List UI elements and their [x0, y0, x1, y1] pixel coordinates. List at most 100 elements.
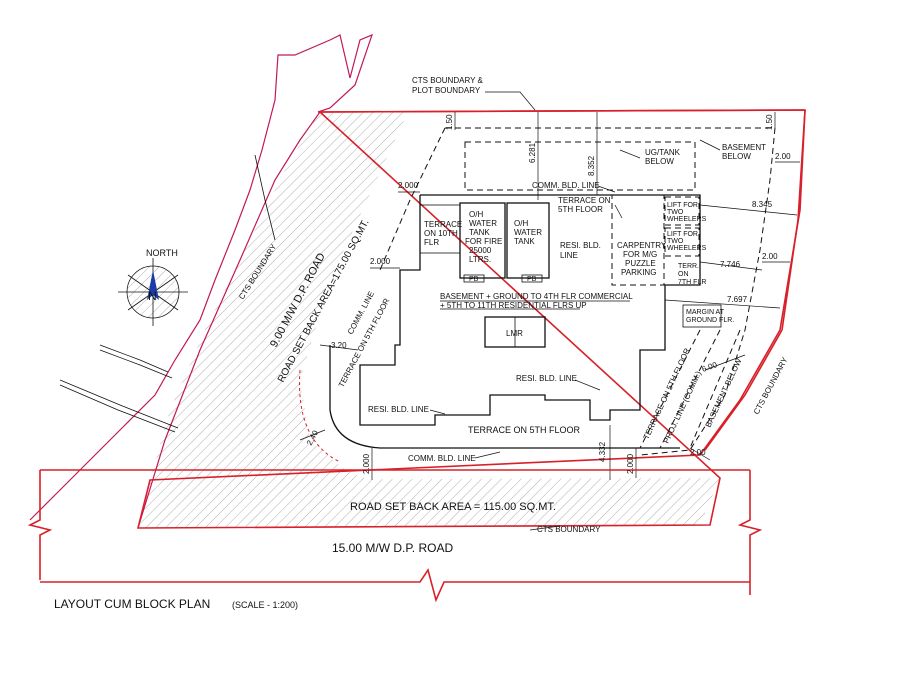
- cts-boundary-right-label: CTS BOUNDARY: [752, 355, 790, 416]
- margin-ground-label-1: MARGIN AT: [686, 309, 725, 316]
- road-15m-label: 15.00 M/W D.P. ROAD: [332, 541, 453, 555]
- dim-2000-bl: 2.000: [362, 453, 371, 474]
- proj-line-a: [639, 329, 701, 449]
- dim-6281: 6.281: [528, 142, 537, 163]
- cts-boundary-bottom-label: CTS BOUNDARY: [537, 525, 601, 534]
- side-road-line-d: [59, 384, 176, 433]
- left-setback-hatch: [150, 112, 408, 480]
- plan-scale: (SCALE - 1:200): [232, 600, 298, 610]
- lift-1-label-b: TWO: [667, 209, 684, 216]
- lift-2-label-b: TWO: [667, 238, 684, 245]
- dim-8345: 8.345: [752, 200, 773, 209]
- dim-2000-l: 2.000: [370, 257, 391, 266]
- dim-line-200-br: [689, 447, 711, 461]
- margin-ground-label-2: GROUND FLR.: [686, 317, 734, 324]
- dim-320: 3.20: [331, 341, 347, 350]
- resi-bld-line-label-2: LINE: [560, 251, 578, 260]
- oh-fire-label-3: TANK: [469, 228, 490, 237]
- ug-tank-label-2: BELOW: [645, 157, 674, 166]
- oh-fire-label-6: LTRS.: [469, 255, 491, 264]
- terr-7th-label-1: TERR.: [678, 263, 699, 270]
- side-road-line-a: [99, 349, 173, 379]
- dim-600: 6.00: [701, 360, 719, 374]
- terr-7th-label-2: ON: [678, 271, 689, 278]
- pb-label-1: PB: [469, 276, 479, 283]
- leader-comm-bld: [597, 185, 616, 193]
- dim-line-7697: [664, 299, 781, 309]
- road-9m-inner-edge: [137, 111, 321, 529]
- dim-150-right: 1.50: [765, 114, 774, 130]
- terrace-on-5th-floor-label: TERRACE ON 5TH FLOOR: [468, 425, 581, 435]
- comm-bld-line-label-bottom: COMM. BLD. LINE: [408, 454, 476, 463]
- terr-7th-label-3: 7TH FLR: [678, 279, 706, 286]
- leader-basement: [699, 139, 721, 151]
- road-9m-outline: [29, 33, 373, 521]
- north-letter: N: [148, 289, 157, 303]
- basement-below-label-1: BASEMENT: [722, 143, 766, 152]
- lift-1-label-a: LIFT FOR: [667, 202, 698, 209]
- oh-fire-label-4: FOR FIRE: [465, 237, 502, 246]
- cts-plot-boundary-label-1: CTS BOUNDARY &: [412, 76, 483, 85]
- comm-bld-curve: [329, 345, 680, 449]
- lift-box-2: [664, 227, 700, 257]
- leader-comm-bottom: [474, 451, 501, 459]
- oh-water-label-1: O/H: [514, 219, 528, 228]
- leader-cts-plot: [485, 91, 536, 111]
- plot-boundary-right: [704, 109, 806, 451]
- lift-2-label-a: LIFT FOR: [667, 231, 698, 238]
- carpentry-label-4: PARKING: [621, 268, 656, 277]
- pb-box-1: [463, 274, 485, 283]
- terrace-10th-label-1: TERRACE: [424, 220, 462, 229]
- plot-boundary-top: [317, 109, 806, 113]
- dim-8352: 8.352: [587, 155, 596, 176]
- north-arrow-icon: [118, 258, 188, 326]
- program-label-1: BASEMENT + GROUND TO 4TH FLR COMMERCIAL: [440, 292, 633, 301]
- leader-ug-tank: [619, 149, 641, 159]
- ug-tank-label-1: UG/TANK: [645, 148, 681, 157]
- carpentry-box: [611, 194, 665, 286]
- oh-water-label-3: TANK: [514, 237, 535, 246]
- basement-below-label-2: BELOW: [722, 152, 751, 161]
- ug-tank-outline: [464, 141, 696, 191]
- leader-terrace-5th: [614, 204, 623, 219]
- terrace-10th-label-3: FLR: [424, 238, 439, 247]
- side-road-line-c: [59, 379, 179, 429]
- carpentry-label-2: FOR M/G: [623, 250, 657, 259]
- side-road-line-b: [99, 344, 169, 373]
- dim-line-8345: [699, 204, 798, 216]
- road-setback-bottom-label: ROAD SET BACK AREA = 115.00 SQ.MT.: [350, 501, 556, 513]
- pb-label-2: PB: [527, 276, 537, 283]
- oh-fire-tank-box: [459, 202, 506, 279]
- carpentry-label-1: CARPENTRY: [617, 241, 667, 250]
- lift-1-label-c: WHEELERS: [667, 216, 707, 223]
- leader-resi-left: [429, 409, 446, 415]
- resi-bld-line-label-1: RESI. BLD.: [560, 241, 601, 250]
- dim-line-600: [704, 354, 746, 371]
- dim-4332: 4.332: [598, 441, 607, 462]
- road-15m-break-right: [737, 470, 763, 595]
- resi-bld-line-label-right: RESI. BLD. LINE: [516, 374, 577, 383]
- lift-2-label-c: WHEELERS: [667, 245, 707, 252]
- road-curb-left: [254, 154, 276, 241]
- bottom-setback-hatch: [138, 478, 720, 528]
- cts-plot-boundary-label-2: PLOT BOUNDARY: [412, 86, 481, 95]
- proj-line-c: [689, 329, 741, 449]
- dim-200-top: 2.00: [775, 152, 791, 161]
- north-label: NORTH: [146, 248, 178, 258]
- margin-box: [682, 304, 722, 328]
- road-15m-bottom-edge: [40, 568, 750, 603]
- oh-water-tank-box: [506, 202, 550, 279]
- oh-fire-label-1: O/H: [469, 210, 483, 219]
- terrace-5th-curve: [299, 369, 341, 463]
- oh-fire-label-2: WATER: [469, 219, 497, 228]
- plot-boundary: [136, 109, 806, 529]
- lmr-label: LMR: [506, 329, 523, 338]
- building-footprint: [359, 194, 701, 426]
- oh-fire-label-5: 25000: [469, 246, 492, 255]
- terrace-5th-label-2: 5TH FLOOR: [558, 205, 603, 214]
- dim-2000-tl: 2.000: [398, 181, 419, 190]
- proj-line-b: [659, 329, 721, 449]
- comm-bld-line-label-top: COMM. BLD. LINE: [532, 181, 600, 190]
- terrace-10th-label-2: ON 10TH: [424, 229, 458, 238]
- dim-200-mid: 2.00: [762, 252, 778, 261]
